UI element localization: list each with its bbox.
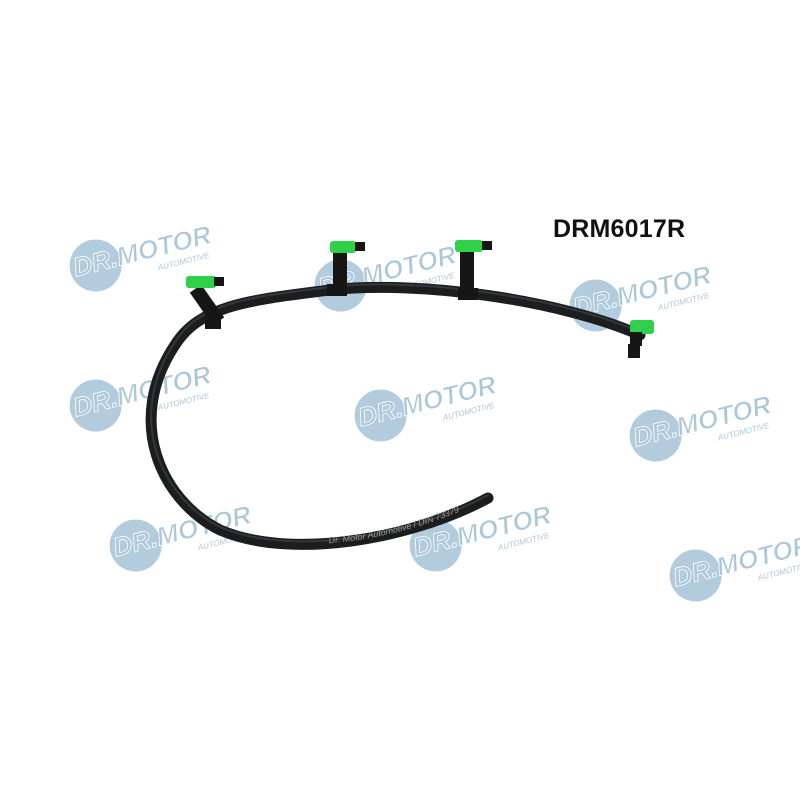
connector-middle-1-icon [327,241,365,296]
connector-middle-2-icon [455,240,492,300]
connector-right-icon [628,320,654,358]
part-number: DRM6017R [553,215,686,243]
connector-left-icon [186,276,225,329]
